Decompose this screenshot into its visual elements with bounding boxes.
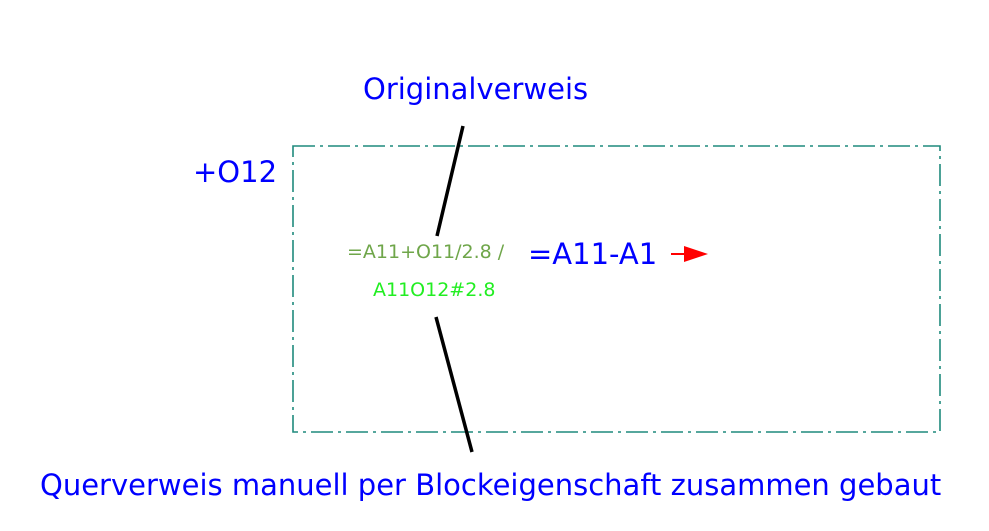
manual-cross-reference-text: A11O12#2.8 (373, 279, 496, 301)
arrow-head (684, 246, 708, 262)
leader-line-manual (434, 316, 474, 453)
location-designation-label: +O12 (193, 155, 278, 189)
device-designation-label: =A11-A1 (528, 237, 658, 271)
location-frame (292, 145, 941, 433)
red-arrow-right-icon (671, 246, 708, 262)
manual-cross-reference-description: Querverweis manuell per Blockeigenschaft… (40, 468, 942, 502)
cross-reference-text: =A11+O11/2.8 / (347, 241, 505, 263)
leader-line-original (435, 125, 465, 237)
original-reference-label: Originalverweis (363, 72, 589, 106)
